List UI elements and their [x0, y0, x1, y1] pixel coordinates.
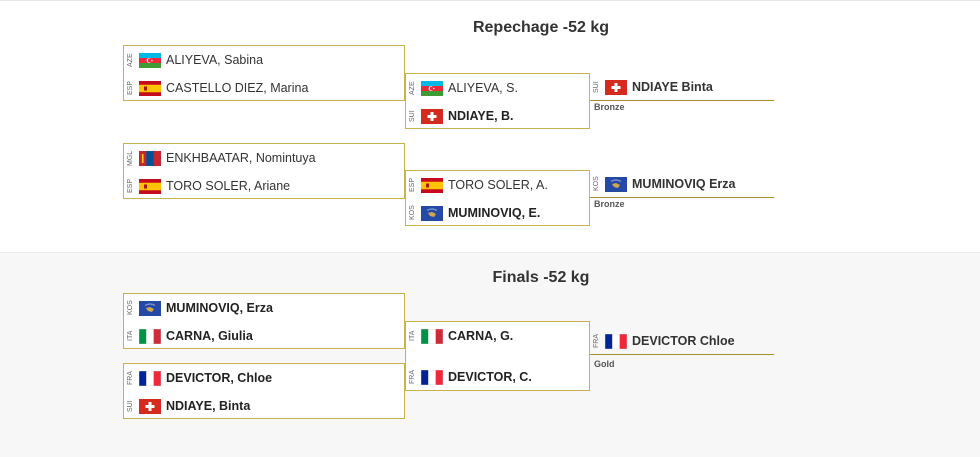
ita-flag-icon [421, 329, 443, 344]
competitor-name: ENKHBAATAR, Nomintuya [166, 151, 316, 165]
competitor-slot[interactable]: AZE ALIYEVA, Sabina [124, 46, 404, 74]
competitor-name: NDIAYE, Binta [166, 399, 251, 413]
country-code: AZE [127, 53, 134, 67]
kos-flag-icon [605, 177, 627, 192]
competitor-name: CARNA, Giulia [166, 329, 253, 343]
competitor-slot[interactable]: ESP TORO SOLER, Ariane [124, 172, 404, 200]
result-slot[interactable]: FRA DEVICTOR Chloe [590, 327, 774, 355]
competitor-slot[interactable]: ESP TORO SOLER, A. [406, 171, 589, 199]
country-code: KOS [409, 205, 416, 221]
competitor-name: CARNA, G. [448, 329, 514, 343]
country-code: ITA [409, 330, 416, 342]
winner-name: NDIAYE Binta [632, 80, 713, 94]
competitor-slot[interactable]: ITA CARNA, Giulia [124, 322, 404, 350]
aze-flag-icon [421, 81, 443, 96]
match-box[interactable]: FRA DEVICTOR, Chloe SUI NDIAYE, Binta [123, 363, 405, 419]
country-code: SUI [409, 110, 416, 122]
match-box[interactable]: KOS MUMINOVIQ, Erza ITA CARNA, Giulia [123, 293, 405, 349]
competitor-name: TORO SOLER, Ariane [166, 179, 291, 193]
fra-flag-icon [421, 370, 443, 385]
match-box[interactable]: MGL ENKHBAATAR, Nomintuya ESP TORO SOLER… [123, 143, 405, 199]
medal-label: Gold [594, 359, 615, 369]
competitor-name: TORO SOLER, A. [448, 178, 548, 192]
mgl-flag-icon [139, 151, 161, 166]
sui-flag-icon [605, 80, 627, 95]
country-code: SUI [127, 400, 134, 412]
country-code: ITA [127, 330, 134, 342]
competitor-name: DEVICTOR, C. [448, 370, 532, 384]
sui-flag-icon [421, 109, 443, 124]
competitor-name: ALIYEVA, S. [448, 81, 518, 95]
competitor-slot[interactable]: ESP CASTELLO DIEZ, Marina [124, 74, 404, 102]
match-box[interactable]: ESP TORO SOLER, A. KOS MUMINOVIQ, E. [405, 170, 590, 226]
country-code: FRA [127, 371, 134, 385]
result-slot[interactable]: KOS MUMINOVIQ Erza [590, 170, 774, 198]
competitor-slot[interactable]: MGL ENKHBAATAR, Nomintuya [124, 144, 404, 172]
competitor-slot[interactable]: KOS MUMINOVIQ, E. [406, 199, 589, 227]
country-code: ESP [127, 81, 134, 96]
competitor-slot[interactable]: SUI NDIAYE, Binta [124, 392, 404, 420]
competitor-name: ALIYEVA, Sabina [166, 53, 264, 67]
country-code: KOS [593, 176, 600, 192]
winner-name: MUMINOVIQ Erza [632, 177, 736, 191]
sui-flag-icon [139, 399, 161, 414]
kos-flag-icon [139, 301, 161, 316]
country-code: ESP [409, 178, 416, 193]
country-code: FRA [593, 334, 600, 348]
competitor-slot[interactable]: KOS MUMINOVIQ, Erza [124, 294, 404, 322]
country-code: MGL [127, 150, 134, 166]
country-code: KOS [127, 300, 134, 316]
country-code: AZE [409, 81, 416, 95]
competitor-name: CASTELLO DIEZ, Marina [166, 81, 309, 95]
country-code: ESP [127, 179, 134, 194]
fra-flag-icon [605, 334, 627, 349]
competitor-name: DEVICTOR, Chloe [166, 371, 273, 385]
esp-flag-icon [139, 179, 161, 194]
result-slot[interactable]: SUI NDIAYE Binta [590, 73, 774, 101]
medal-label: Bronze [594, 199, 625, 209]
competitor-slot[interactable]: FRA DEVICTOR, C. [406, 363, 589, 391]
competitor-slot[interactable]: ITA CARNA, G. [406, 322, 589, 350]
match-box[interactable]: ITA CARNA, G. FRA DEVICTOR, C. [405, 321, 590, 391]
country-code: SUI [593, 81, 600, 93]
competitor-name: MUMINOVIQ, E. [448, 206, 541, 220]
competitor-slot[interactable]: AZE ALIYEVA, S. [406, 74, 589, 102]
competitor-name: MUMINOVIQ, Erza [166, 301, 273, 315]
esp-flag-icon [139, 81, 161, 96]
match-box[interactable]: AZE ALIYEVA, S. SUI NDIAYE, B. [405, 73, 590, 129]
medal-label: Bronze [594, 102, 625, 112]
competitor-name: NDIAYE, B. [448, 109, 514, 123]
kos-flag-icon [421, 206, 443, 221]
esp-flag-icon [421, 178, 443, 193]
match-box[interactable]: AZE ALIYEVA, Sabina ESP CASTELLO DIEZ, M… [123, 45, 405, 101]
repechage-title: Repechage -52 kg [472, 19, 610, 36]
country-code: FRA [409, 370, 416, 384]
repechage-section: Repechage -52 kg AZE ALIYEVA, Sabina ESP… [0, 0, 980, 226]
fra-flag-icon [139, 371, 161, 386]
ita-flag-icon [139, 329, 161, 344]
competitor-slot[interactable]: SUI NDIAYE, B. [406, 102, 589, 130]
competitor-slot[interactable]: FRA DEVICTOR, Chloe [124, 364, 404, 392]
finals-title: Finals -52 kg [492, 269, 590, 286]
finals-section: Finals -52 kg KOS MUMINOVIQ, Erza ITA CA… [0, 252, 980, 457]
aze-flag-icon [139, 53, 161, 68]
winner-name: DEVICTOR Chloe [632, 334, 735, 348]
